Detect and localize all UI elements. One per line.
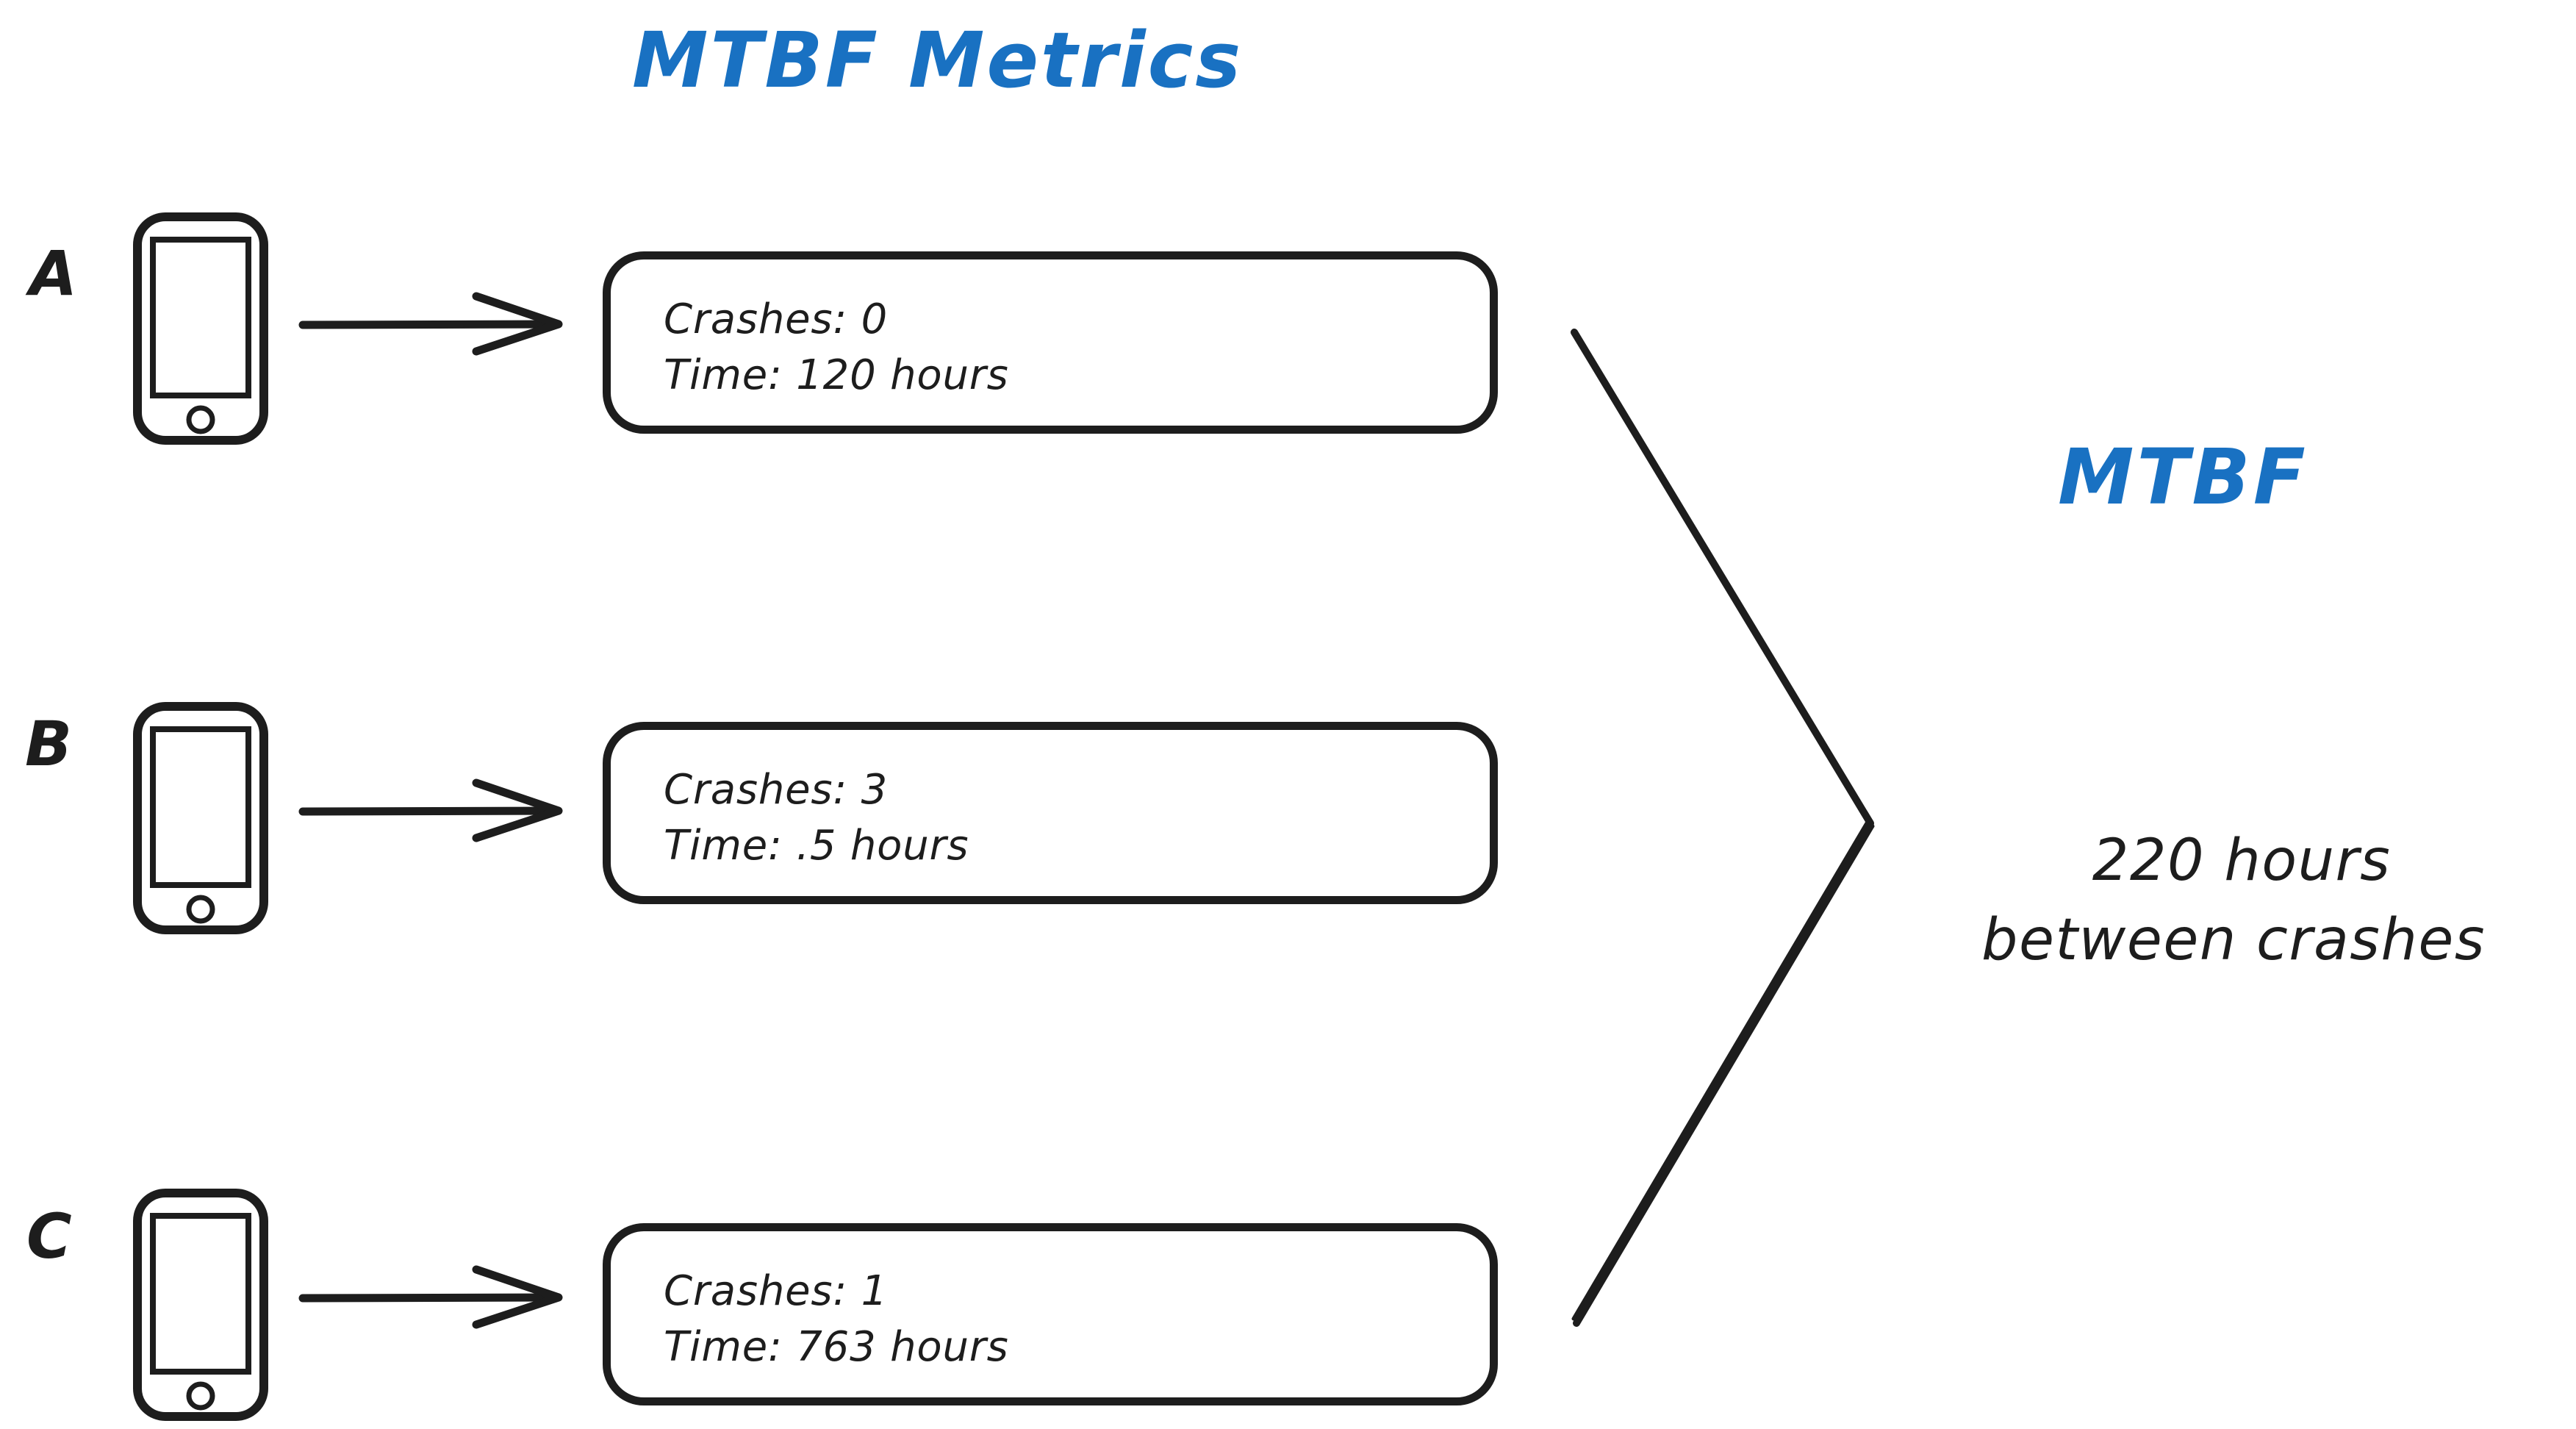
device-label-c: C: [26, 1200, 73, 1272]
mtbf-result: 220 hours between crashes: [1911, 822, 2572, 980]
smartphone-icon-b: [133, 702, 268, 934]
metric-time-a: Time: 120 hours: [664, 351, 1009, 399]
metric-text-a: Crashes: 0 Time: 120 hours: [664, 292, 1009, 403]
converging-bracket-icon: [1571, 329, 1875, 1327]
mtbf-result-value: 220 hours: [2092, 828, 2392, 894]
right-arrow-icon-c: [298, 1265, 563, 1329]
smartphone-icon-c: [133, 1189, 268, 1421]
right-arrow-icon-b: [298, 778, 563, 842]
metric-time-b: Time: .5 hours: [664, 821, 969, 870]
metric-text-b: Crashes: 3 Time: .5 hours: [664, 762, 969, 873]
mtbf-heading: MTBF: [2058, 432, 2308, 522]
metric-crashes-c: Crashes: 1: [664, 1267, 889, 1315]
metric-time-c: Time: 763 hours: [664, 1322, 1009, 1371]
metric-box-b: Crashes: 3 Time: .5 hours: [603, 722, 1498, 904]
metric-box-c: Crashes: 1 Time: 763 hours: [603, 1223, 1498, 1405]
metric-box-a: Crashes: 0 Time: 120 hours: [603, 251, 1498, 434]
page-title: MTBF Metrics: [632, 15, 1244, 105]
metric-crashes-a: Crashes: 0: [664, 296, 889, 343]
smartphone-icon-a: [133, 212, 268, 445]
metric-text-c: Crashes: 1 Time: 763 hours: [664, 1264, 1009, 1375]
mtbf-result-detail: between crashes: [1981, 906, 2486, 973]
device-label-b: B: [25, 708, 73, 780]
device-label-a: A: [29, 237, 78, 309]
metric-crashes-b: Crashes: 3: [664, 766, 889, 814]
right-arrow-icon-a: [298, 292, 563, 356]
